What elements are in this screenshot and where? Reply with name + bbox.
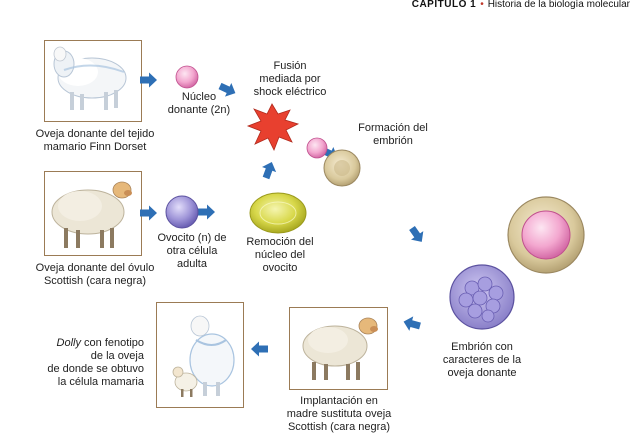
label-implantation-line2: madre sustituta oveja [286, 408, 392, 420]
label-nucleus-removal-line2: núcleo del [254, 249, 306, 261]
finn-dorset-sheep-icon [53, 46, 127, 110]
arrow-embryo-to-surrogate [401, 314, 422, 334]
electric-shock-icon [246, 103, 300, 151]
label-embryo-traits-line3: oveja donante [447, 367, 517, 379]
arrow-scottish-to-oocyte [140, 205, 157, 221]
label-embryo-formation-line1: Formación del [358, 122, 428, 134]
formation-nucleus [334, 160, 350, 176]
oocyte-cell [165, 195, 199, 229]
label-fusion-line2: mediada por [259, 73, 321, 85]
dolly-with-lamb-icon [172, 315, 235, 397]
label-nucleus-donor: Núcleo donante (2n) [158, 91, 240, 117]
scottish-blackface-sheep-icon [51, 181, 132, 248]
label-donor-ovule-line2: Scottish (cara negra) [43, 275, 147, 287]
fusion-pink-nucleus [306, 137, 328, 159]
label-donor-ovule: Oveja donante del óvulo Scottish (cara n… [20, 262, 170, 288]
zygote-inner [521, 210, 571, 260]
label-fusion: Fusión mediada por shock eléctrico [240, 60, 340, 99]
label-embryo-formation-line2: embrión [373, 135, 413, 147]
label-oocyte-line3: adulta [177, 258, 207, 270]
arrow-formation-to-embryo [405, 223, 428, 247]
label-nucleus-donor-line2: donante (2n) [167, 104, 231, 116]
arrow-surrogate-to-dolly [251, 341, 268, 357]
surrogate-sheep-icon [302, 317, 378, 380]
header-separator: • [480, 0, 484, 10]
label-donor-mammary: Oveja donante del tejido mamario Finn Do… [20, 128, 170, 154]
label-oocyte: Ovocito (n) de otra célula adulta [150, 232, 234, 271]
label-donor-mammary-line1: Oveja donante del tejido [35, 128, 155, 140]
egg-highlight [259, 201, 297, 225]
label-dolly-line4: la célula mamaria [57, 376, 144, 388]
arrow-oocyte-to-removal [198, 204, 215, 220]
label-fusion-line1: Fusión [273, 60, 307, 72]
donor-nucleus-cell [175, 65, 199, 89]
label-implantation-line3: Scottish (cara negra) [287, 421, 391, 433]
label-implantation-line1: Implantación en [300, 395, 378, 407]
label-donor-ovule-line1: Oveja donante del óvulo [35, 262, 155, 274]
label-dolly-line2: de la oveja [90, 350, 144, 362]
label-donor-mammary-line2: mamario Finn Dorset [43, 141, 147, 153]
dolly-rest: con fenotipo [81, 337, 144, 349]
label-oocyte-line1: Ovocito (n) de [157, 232, 227, 244]
arrow-finn-to-nucleus [140, 72, 157, 88]
label-nucleus-removal: Remoción del núcleo del ovocito [240, 236, 320, 275]
label-embryo-traits-line1: Embrión con [451, 341, 513, 353]
embryo-cells [458, 276, 504, 323]
label-nucleus-donor-line1: Núcleo [181, 91, 217, 103]
label-nucleus-removal-line3: ovocito [262, 262, 298, 274]
label-dolly-line3: de donde se obtuvo [47, 363, 144, 375]
label-nucleus-removal-line1: Remoción del [246, 236, 314, 248]
page-header: CAPÍTULO 1•Historia de la biología molec… [412, 0, 630, 10]
label-fusion-line3: shock eléctrico [253, 86, 327, 98]
label-embryo-traits: Embrión con caracteres de la oveja donan… [430, 341, 534, 380]
label-embryo-traits-line2: caracteres de la [442, 354, 522, 366]
label-dolly: Dolly con fenotipo de la oveja de donde … [40, 337, 144, 389]
label-dolly-line1: Dolly con fenotipo [40, 337, 144, 350]
chapter-title: Historia de la biología molecular [487, 0, 630, 10]
arrow-removal-to-fusion [258, 159, 279, 181]
enucleated-egg [249, 192, 307, 234]
label-embryo-formation: Formación del embrión [348, 122, 438, 148]
label-oocyte-line2: otra célula [166, 245, 218, 257]
chapter-label: CAPÍTULO 1 [411, 0, 477, 10]
dolly-name: Dolly [56, 337, 81, 349]
label-implantation: Implantación en madre sustituta oveja Sc… [278, 395, 400, 434]
